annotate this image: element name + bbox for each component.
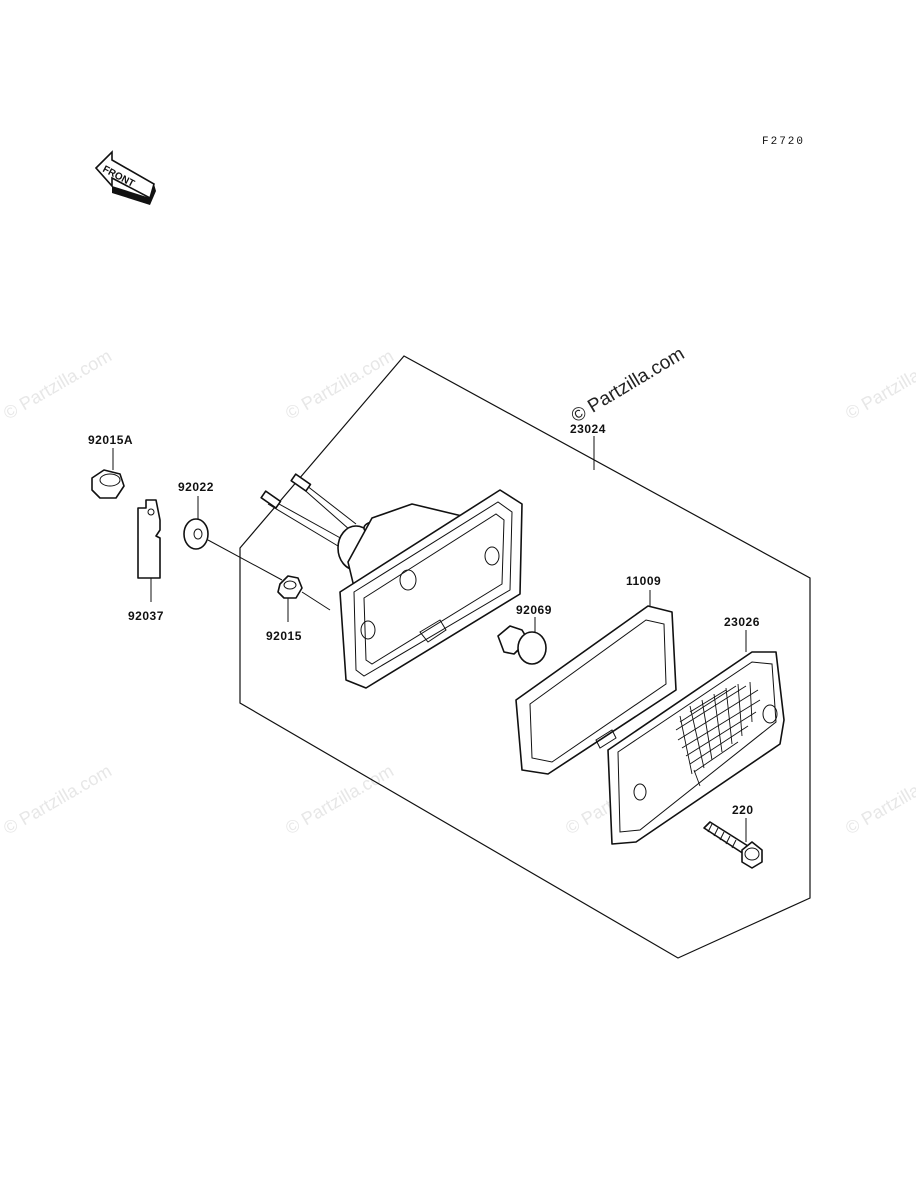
label-11009: 11009: [626, 574, 661, 588]
label-23024: 23024: [570, 422, 606, 436]
label-92069: 92069: [516, 603, 552, 617]
part-11009-gasket[interactable]: [515, 590, 677, 775]
part-92022-washer[interactable]: [183, 496, 283, 581]
watermark-faint: © Partzilla.com: [282, 760, 397, 838]
label-220: 220: [732, 803, 754, 817]
watermark-faint: © Partzilla.com: [0, 345, 115, 423]
diagram-code: F2720: [762, 136, 805, 148]
part-23024-housing[interactable]: [260, 436, 595, 689]
watermark-faint: © Partzilla.com: [842, 760, 916, 838]
label-92037: 92037: [128, 609, 164, 623]
part-92015A-nut[interactable]: [91, 448, 125, 499]
part-92069-bulb[interactable]: [497, 617, 547, 665]
front-arrow-icon: FRONT: [94, 150, 156, 205]
label-92022: 92022: [178, 480, 214, 494]
part-92037-bracket[interactable]: [137, 499, 161, 602]
part-92015-nut[interactable]: [277, 575, 331, 622]
watermark-main: © Partzilla.com: [568, 343, 689, 427]
watermark-faint: © Partzilla.com: [842, 345, 916, 423]
lens-grid-pattern: [675, 681, 761, 787]
label-23026: 23026: [724, 615, 760, 629]
watermark-faint: © Partzilla.com: [0, 760, 115, 838]
part-220-screw[interactable]: [703, 818, 763, 869]
part-23026-lens[interactable]: [607, 630, 785, 845]
label-92015: 92015: [266, 629, 302, 643]
assembly-outline: [239, 355, 811, 959]
label-92015A: 92015A: [88, 433, 133, 447]
